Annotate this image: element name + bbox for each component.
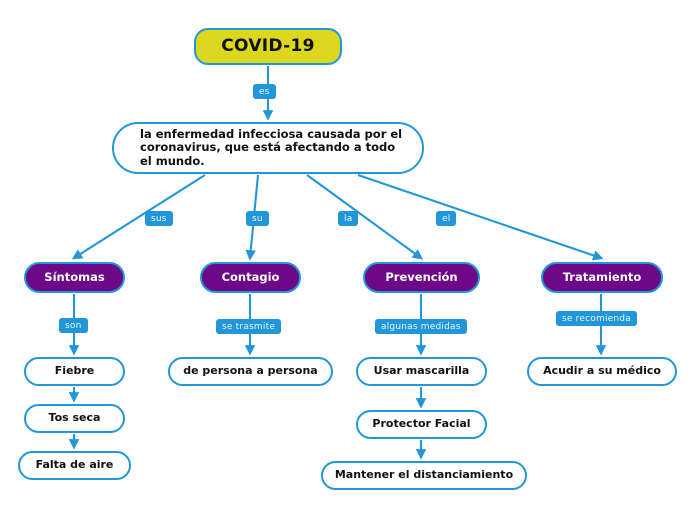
node-leaf-de-persona-a-persona[interactable]: de persona a persona [168, 357, 333, 386]
link-label-se-recomienda[interactable]: se recomienda [556, 311, 637, 326]
node-leaf-tos-seca[interactable]: Tos seca [24, 404, 125, 433]
node-category-prevencion[interactable]: Prevención [363, 262, 480, 293]
link-label-su[interactable]: su [246, 211, 269, 226]
link-label-algunas-medidas[interactable]: algunas medidas [375, 319, 467, 334]
node-root[interactable]: COVID-19 [194, 28, 342, 65]
link-label-se-trasmite[interactable]: se trasmite [216, 319, 282, 334]
node-category-contagio[interactable]: Contagio [200, 262, 301, 293]
link-label-es[interactable]: es [253, 84, 276, 99]
node-leaf-acudir-a-su-medico[interactable]: Acudir a su médico [527, 357, 677, 386]
node-description[interactable]: la enfermedad infecciosa causada por el … [112, 122, 424, 174]
edge-desc-to-sintomas [71, 174, 206, 260]
link-label-son[interactable]: son [59, 318, 88, 333]
edge-desc-to-prevencion [306, 174, 424, 260]
node-leaf-fiebre[interactable]: Fiebre [24, 357, 125, 386]
link-label-el[interactable]: el [436, 211, 457, 226]
node-leaf-mantener-el-distanciamiento[interactable]: Mantener el distanciamiento [321, 461, 527, 490]
node-leaf-usar-mascarilla[interactable]: Usar mascarilla [356, 357, 487, 386]
node-category-tratamiento[interactable]: Tratamiento [541, 262, 663, 293]
link-label-la[interactable]: la [338, 211, 359, 226]
node-leaf-protector-facial[interactable]: Protector Facial [356, 410, 487, 439]
link-label-sus[interactable]: sus [145, 211, 173, 226]
node-category-sintomas[interactable]: Síntomas [24, 262, 125, 293]
node-leaf-falta-de-aire[interactable]: Falta de aire [18, 451, 131, 480]
edge-desc-to-tratamiento [357, 174, 604, 261]
